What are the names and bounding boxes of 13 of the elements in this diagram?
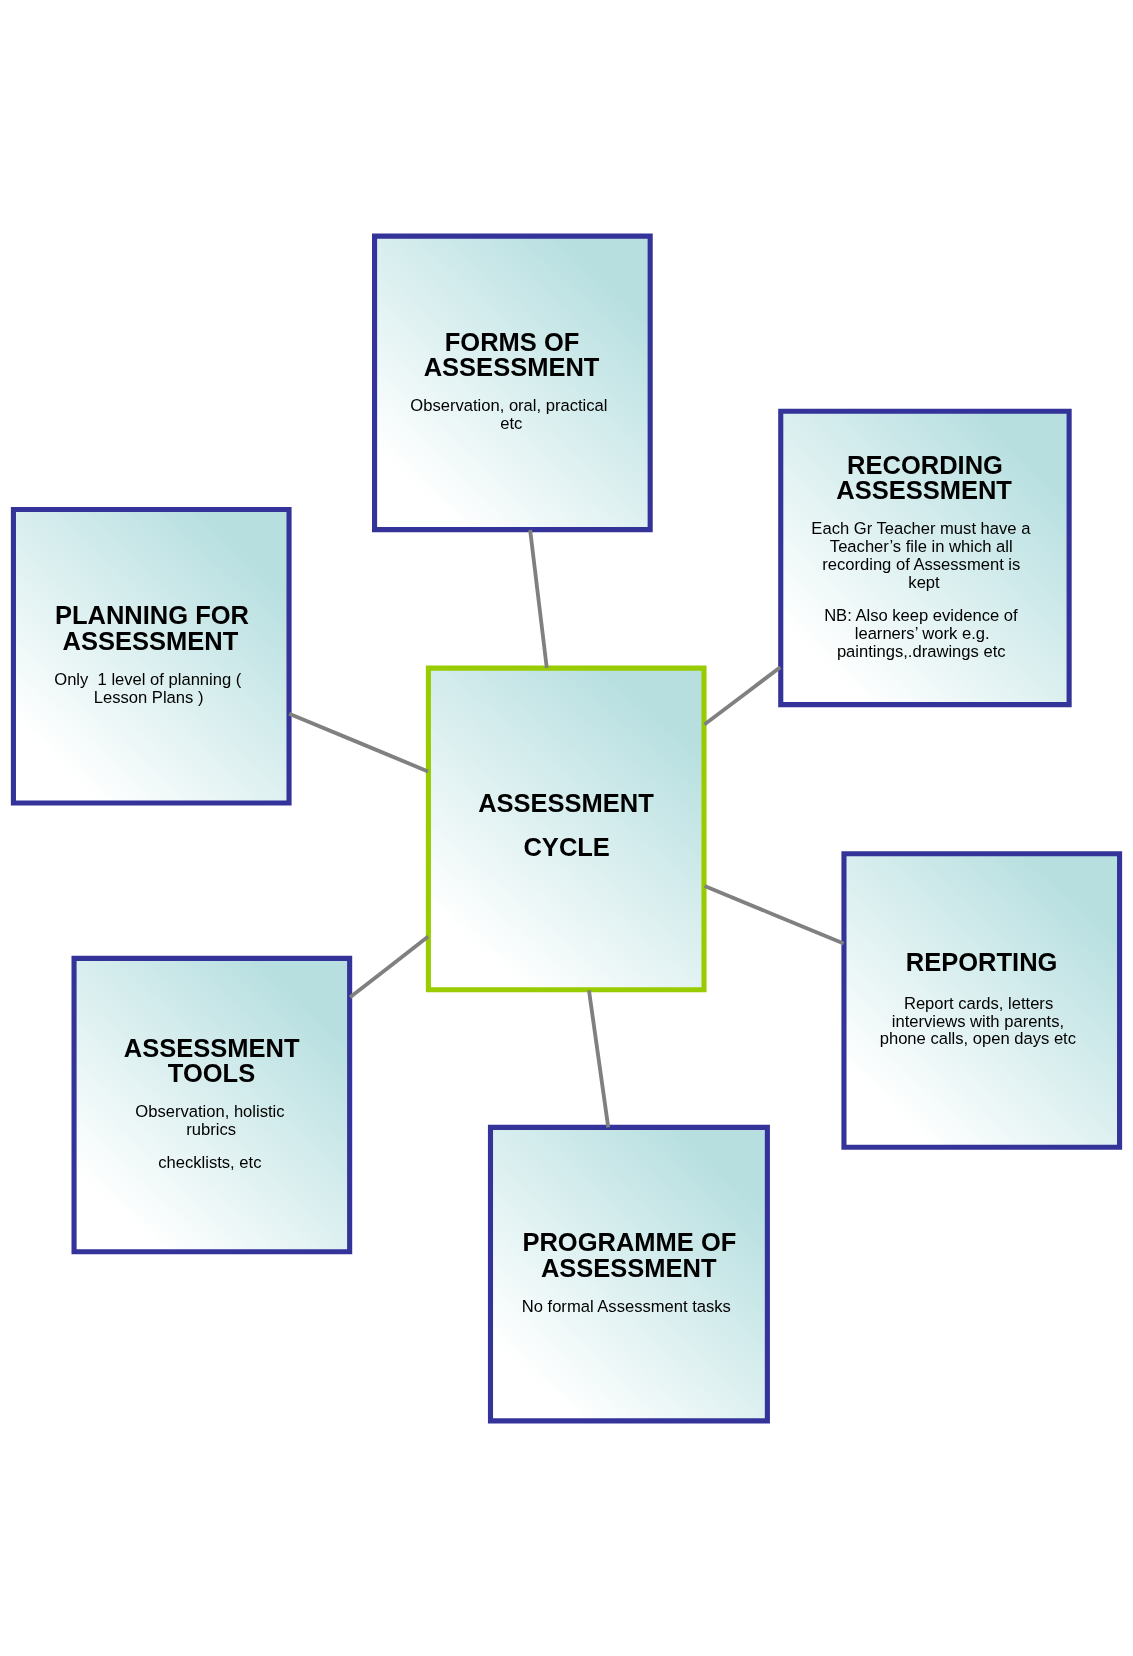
connector <box>528 529 549 668</box>
connector <box>703 665 782 726</box>
connector <box>288 711 429 773</box>
node-box: RECORDING ASSESSMENT Each Gr Teacher must have a Teacher’s file in which all recording of Assessment is kept NB: Also keep evidence of learners’ work e.g. paintings,.drawings etc <box>778 408 1072 707</box>
connector <box>703 883 845 945</box>
node-box: REPORTING Report cards, letters interviews with parents, phone calls, open days etc <box>841 850 1123 1150</box>
node-box: ASSESSMENT TOOLS Observation, holistic rubrics checklists, etc <box>71 955 353 1254</box>
connector <box>587 989 611 1128</box>
node-box: PROGRAMME OF ASSESSMENT No formal Assessment tasks <box>487 1124 770 1423</box>
node-box: ASSESSMENT CYCLE <box>425 665 707 992</box>
node-box: FORMS OF ASSESSMENT Observation, oral, practical etc <box>372 233 653 532</box>
node-box: PLANNING FOR ASSESSMENT Only 1 level of planning ( Lesson Plans ) <box>10 506 292 806</box>
connector <box>348 934 430 999</box>
